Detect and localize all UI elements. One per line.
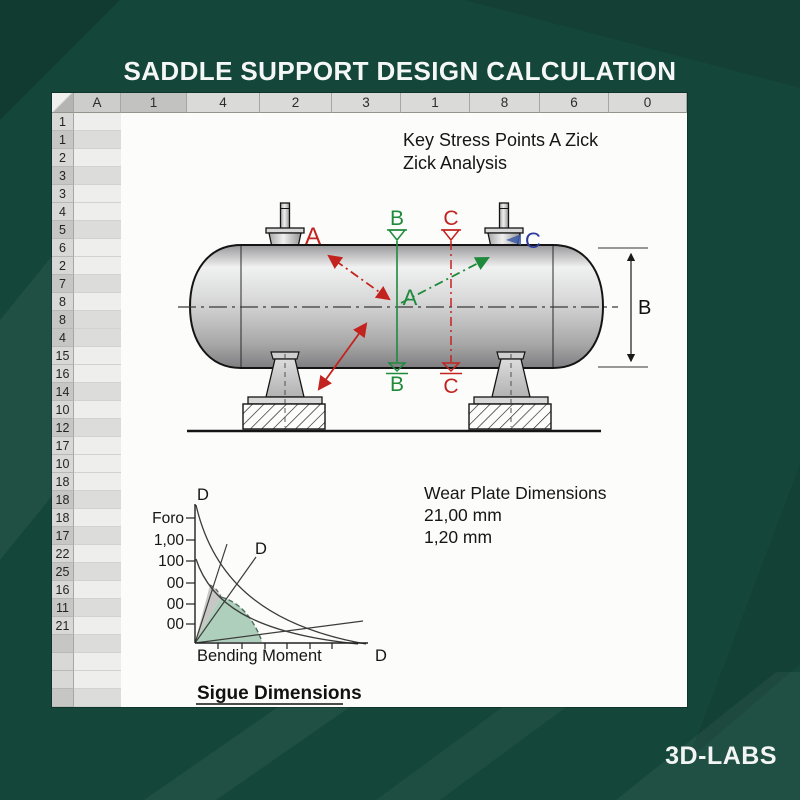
row-header-8[interactable]: 8 [52,311,74,329]
row-header-3[interactable]: 3 [52,167,74,185]
row-header-6[interactable]: 6 [52,239,74,257]
column-header-4[interactable]: 4 [187,93,260,113]
row-header-16[interactable]: 16 [52,581,74,599]
cell-a[interactable] [74,203,121,221]
row-header-25[interactable]: 25 [52,563,74,581]
row-header-18[interactable]: 18 [52,509,74,527]
column-header-A[interactable]: A [74,93,121,113]
cell-a[interactable] [74,689,121,707]
row-header-15[interactable]: 15 [52,347,74,365]
cell-a[interactable] [74,671,121,689]
column-header-1[interactable]: 1 [121,93,187,113]
row-header-10[interactable]: 10 [52,455,74,473]
cell-a[interactable] [74,401,121,419]
cell-a[interactable] [74,581,121,599]
sheet-canvas[interactable] [121,113,687,707]
cell-a[interactable] [74,527,121,545]
cell-a[interactable] [74,617,121,635]
row-header-17[interactable]: 17 [52,527,74,545]
row-header-12[interactable]: 12 [52,419,74,437]
row-header-22[interactable]: 22 [52,545,74,563]
cell-a[interactable] [74,419,121,437]
cell-a[interactable] [74,635,121,653]
cell-a[interactable] [74,113,121,131]
cell-a[interactable] [74,491,121,509]
row-header-11[interactable]: 11 [52,599,74,617]
cell-a[interactable] [74,473,121,491]
page-title: SADDLE SUPPORT DESIGN CALCULATION [123,56,677,86]
row-header-2[interactable]: 2 [52,149,74,167]
row-header-10[interactable]: 10 [52,401,74,419]
wear-plate-title: Wear Plate Dimensions [424,483,607,503]
column-header-3[interactable]: 3 [332,93,401,113]
cell-a[interactable] [74,545,121,563]
column-header-2[interactable]: 2 [260,93,332,113]
select-all-corner[interactable] [52,93,74,113]
row-header-1[interactable]: 1 [52,131,74,149]
cell-a[interactable] [74,347,121,365]
row-header-5[interactable]: 5 [52,221,74,239]
cell-a[interactable] [74,293,121,311]
cell-a[interactable] [74,365,121,383]
row-header-17[interactable]: 17 [52,437,74,455]
cell-a[interactable] [74,599,121,617]
row-header-4[interactable]: 4 [52,203,74,221]
row-header-8[interactable]: 8 [52,293,74,311]
row-header-16[interactable]: 16 [52,365,74,383]
cell-a[interactable] [74,455,121,473]
cell-a[interactable] [74,221,121,239]
row-header-7[interactable]: 7 [52,275,74,293]
cell-a[interactable] [74,149,121,167]
row-header-2[interactable]: 2 [52,257,74,275]
cell-a[interactable] [74,653,121,671]
column-header-8[interactable]: 8 [470,93,540,113]
row-header-empty[interactable] [52,635,74,653]
row-header-3[interactable]: 3 [52,185,74,203]
cell-a[interactable] [74,167,121,185]
row-header-18[interactable]: 18 [52,473,74,491]
cell-a[interactable] [74,311,121,329]
row-header-empty[interactable] [52,689,74,707]
cell-a[interactable] [74,239,121,257]
key-stress-line2: Zick Analysis [403,153,508,173]
wear-plate-value1: 21,00 mm [424,505,502,525]
cell-a[interactable] [74,185,121,203]
row-header-empty[interactable] [52,671,74,689]
cell-a[interactable] [74,563,121,581]
brand-logo: 3D-LABS [665,742,777,770]
column-a-cells [74,113,121,707]
cell-a[interactable] [74,437,121,455]
cell-a[interactable] [74,329,121,347]
row-header-14[interactable]: 14 [52,383,74,401]
key-stress-line1: Key Stress Points A Zick [403,130,599,150]
key-stress-note: Key Stress Points A Zick Zick Analysis [403,129,598,175]
cell-a[interactable] [74,275,121,293]
row-header-empty[interactable] [52,653,74,671]
wear-plate-note: Wear Plate Dimensions 21,00 mm 1,20 mm [424,482,607,548]
cell-a[interactable] [74,509,121,527]
cell-a[interactable] [74,383,121,401]
column-header-1[interactable]: 1 [401,93,470,113]
column-header-0[interactable]: 0 [609,93,687,113]
column-header-6[interactable]: 6 [540,93,609,113]
row-header-1[interactable]: 1 [52,113,74,131]
row-header-21[interactable]: 21 [52,617,74,635]
cell-a[interactable] [74,257,121,275]
wear-plate-value2: 1,20 mm [424,527,493,547]
cell-a[interactable] [74,131,121,149]
row-header-4[interactable]: 4 [52,329,74,347]
row-header-18[interactable]: 18 [52,491,74,509]
